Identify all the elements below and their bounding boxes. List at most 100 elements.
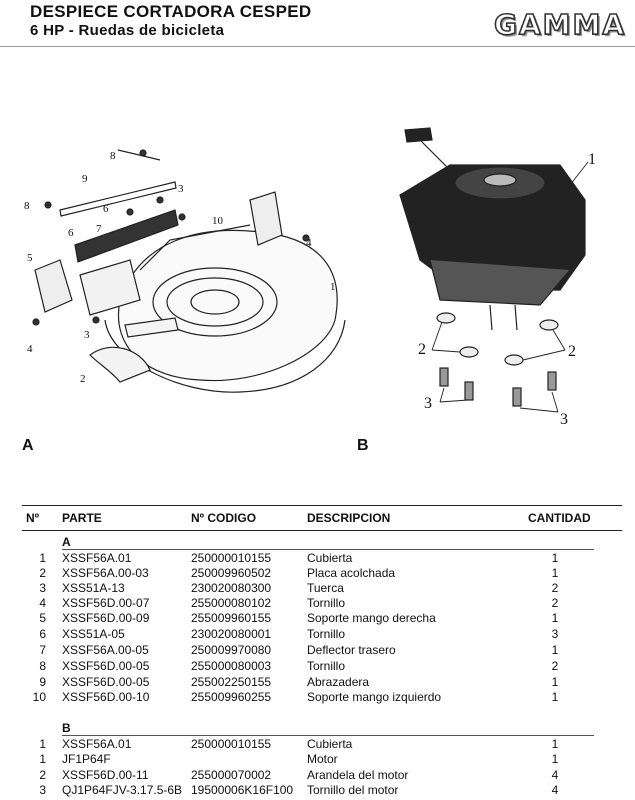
cell-num: 8: [39, 659, 46, 673]
cell-description: Tuerca: [307, 581, 344, 595]
cell-part: XSSF56A.01: [62, 551, 132, 565]
callout-a-2: 2: [80, 373, 86, 385]
cell-quantity: 2: [551, 581, 559, 595]
cell-quantity: 2: [551, 659, 559, 673]
callout-a-4-left: 4: [27, 343, 33, 355]
col-header-code: Nº CODIGO: [191, 511, 257, 525]
table-row: 1 JF1P64F Motor 1: [0, 752, 635, 767]
cell-part: XSSF56D.00-10: [62, 690, 150, 704]
cell-num: 2: [39, 566, 46, 580]
callout-a-10: 10: [212, 215, 224, 227]
cell-num: 3: [39, 783, 46, 797]
table-row: 8 XSSF56D.00-05 255000080003 Tornillo 2: [0, 659, 635, 674]
callout-b-1: 1: [588, 151, 596, 168]
page-subtitle: 6 HP - Ruedas de bicicleta: [30, 22, 225, 39]
callout-b-3-right: 3: [560, 411, 568, 428]
cell-code: 255000080003: [191, 659, 272, 673]
cell-quantity: 1: [551, 551, 559, 565]
cell-quantity: 1: [551, 737, 559, 751]
callout-a-3-top: 3: [178, 183, 184, 195]
cell-num: 10: [32, 690, 46, 704]
cell-part: XSSF56A.00-03: [62, 566, 149, 580]
cell-code: 250000010155: [191, 551, 272, 565]
cell-description: Motor: [307, 752, 338, 766]
callout-a-5: 5: [27, 252, 33, 264]
cell-part: XSS51A-05: [62, 627, 125, 641]
section-a-heading: A: [62, 535, 71, 549]
cell-quantity: 1: [551, 752, 559, 766]
cell-part: XSSF56D.00-11: [62, 768, 149, 782]
cell-description: Deflector trasero: [307, 643, 396, 657]
callout-a-8-top: 8: [110, 150, 116, 162]
col-header-num: Nº: [26, 511, 40, 525]
cell-code: 255009960155: [191, 611, 272, 625]
cell-part: XSSF56D.00-05: [62, 675, 150, 689]
cell-part: XSSF56A.01: [62, 737, 132, 751]
section-a-rule: [62, 549, 594, 550]
cell-code: 250000010155: [191, 737, 272, 751]
table-top-rule: [22, 505, 622, 506]
cell-code: 230020080300: [191, 581, 272, 595]
col-header-quantity: CANTIDAD: [528, 511, 591, 525]
callout-b-2-left: 2: [418, 341, 426, 358]
page-title: DESPIECE CORTADORA CESPED: [30, 2, 312, 21]
cell-part: XSS51A-13: [62, 581, 125, 595]
cell-part: JF1P64F: [62, 752, 111, 766]
cell-description: Abrazadera: [307, 675, 370, 689]
cell-num: 4: [39, 596, 46, 610]
cell-description: Soporte mango izquierdo: [307, 690, 442, 704]
deck-callouts: 8 9 8 6 6 7 3 10 4 5 4 3 2 1: [24, 150, 336, 385]
cell-code: 250009970080: [191, 643, 272, 657]
table-row: 1 XSSF56A.01 250000010155 Cubierta 1: [0, 551, 635, 566]
cell-code: 230020080001: [191, 627, 272, 641]
callout-a-9: 9: [82, 173, 88, 185]
callout-a-6-a: 6: [103, 203, 109, 215]
cell-part: XSSF56D.00-09: [62, 611, 150, 625]
col-header-part: PARTE: [62, 511, 102, 525]
cell-description: Tornillo: [307, 596, 346, 610]
cell-num: 9: [39, 675, 46, 689]
cell-quantity: 3: [551, 627, 559, 641]
cell-quantity: 1: [551, 611, 559, 625]
callout-b-3-left: 3: [424, 395, 432, 412]
header-divider: [0, 46, 635, 47]
cell-num: 2: [39, 768, 46, 782]
section-b-rule: [62, 735, 594, 736]
cell-num: 1: [39, 752, 46, 766]
cell-description: Cubierta: [307, 737, 353, 751]
table-row: 3 XSS51A-13 230020080300 Tuerca 2: [0, 581, 635, 596]
cell-num: 1: [39, 551, 46, 565]
figure-label-b: B: [357, 437, 369, 454]
cell-quantity: 1: [551, 690, 559, 704]
cell-part: XSSF56D.00-05: [62, 659, 150, 673]
cell-code: 19500006K16F100: [191, 783, 294, 797]
cell-part: XSSF56A.00-05: [62, 643, 149, 657]
cell-part: QJ1P64FJV-3.17.5-6B: [62, 783, 183, 797]
cell-description: Tornillo: [307, 659, 346, 673]
callout-a-4-right: 4: [306, 237, 312, 249]
cell-quantity: 1: [551, 675, 559, 689]
callout-a-8-left: 8: [24, 200, 30, 212]
cell-num: 5: [39, 611, 46, 625]
cell-quantity: 1: [551, 643, 559, 657]
table-row: 3 QJ1P64FJV-3.17.5-6B 19500006K16F100 Torni…: [0, 783, 635, 798]
cell-description: Tornillo del motor: [307, 783, 399, 797]
callout-a-1: 1: [330, 281, 336, 293]
cell-description: Soporte mango derecha: [307, 611, 436, 625]
cell-description: Arandela del motor: [307, 768, 409, 782]
table-header-rule: [22, 530, 622, 531]
cell-description: Cubierta: [307, 551, 353, 565]
cell-quantity: 1: [551, 566, 559, 580]
callout-a-3-bottom: 3: [84, 329, 90, 341]
cell-quantity: 2: [551, 596, 559, 610]
figure-label-a: A: [22, 437, 34, 454]
callout-a-6-b: 6: [68, 227, 74, 239]
deck-illustration: [32, 149, 346, 393]
cell-num: 3: [39, 581, 46, 595]
